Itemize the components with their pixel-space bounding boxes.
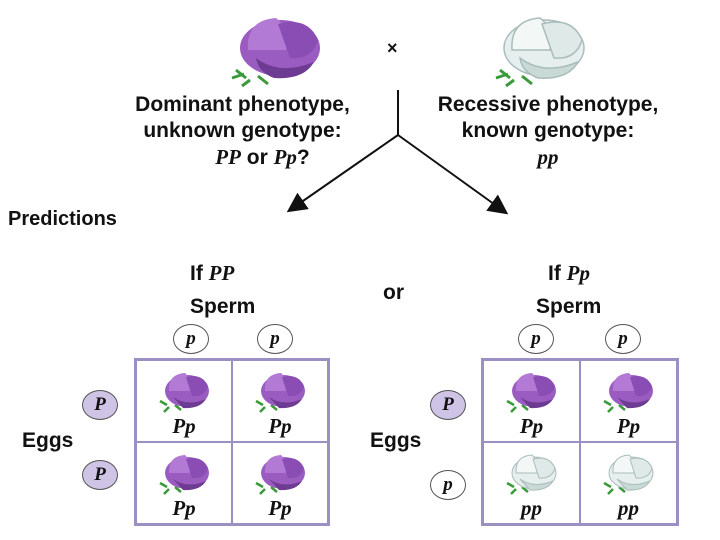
square2-cell-4: pp <box>580 442 677 524</box>
square1-cell-4: Pp <box>232 442 328 524</box>
square2-if-genotype: Pp <box>566 261 590 285</box>
square2-sperm-allele-1: p <box>518 324 554 354</box>
square1-sperm-allele-1: p <box>173 324 209 354</box>
square2-cell-3: pp <box>483 442 580 524</box>
square2-sperm-label: Sperm <box>536 295 602 318</box>
square2-cell-4-genotype: pp <box>618 496 639 520</box>
left-parent-label: Dominant phenotype, unknown genotype: PP… <box>90 92 395 171</box>
purple-flower-icon <box>159 373 209 413</box>
square1-egg-allele-2: P <box>82 460 118 490</box>
punnett-square-1: Pp Pp Pp Pp <box>134 358 330 526</box>
square2-if-label: If Pp <box>548 260 648 287</box>
square1-cell-1: Pp <box>136 360 232 442</box>
square1-cell-3-genotype: Pp <box>172 496 196 520</box>
or-label: or <box>383 281 404 304</box>
white-parent-flower <box>488 8 588 93</box>
left-genotype-option-1: PP <box>215 145 241 169</box>
purple-flower-icon <box>603 373 653 413</box>
square2-egg-allele-1: P <box>430 390 466 420</box>
square1-cell-3: Pp <box>136 442 232 524</box>
square1-eggs-label: Eggs <box>22 429 74 452</box>
square2-eggs-label: Eggs <box>370 429 422 452</box>
left-parent-line2: unknown genotype: <box>143 119 342 142</box>
punnett-square-2: Pp Pp pp pp <box>481 358 679 526</box>
predictions-label: Predictions <box>8 208 117 230</box>
purple-flower-icon <box>255 373 305 413</box>
square1-egg-allele-1: P <box>82 390 118 420</box>
white-flower-icon <box>603 454 654 495</box>
square1-cell-1-genotype: Pp <box>172 414 196 438</box>
square1-sperm-allele-2: p <box>257 324 293 354</box>
square2-cell-2: Pp <box>580 360 677 442</box>
white-flower-icon <box>506 454 557 495</box>
square1-if-genotype: PP <box>208 261 235 285</box>
square1-cell-2: Pp <box>232 360 328 442</box>
right-parent-line1: Recessive phenotype, <box>437 93 659 116</box>
left-genotype-question: ? <box>296 146 310 169</box>
square1-if-text: If <box>190 262 209 285</box>
right-parent-line2: known genotype: <box>461 119 635 142</box>
purple-parent-flower <box>228 10 328 93</box>
cross-symbol: × <box>387 38 398 58</box>
left-parent-line1: Dominant phenotype, <box>135 93 350 116</box>
purple-flower-icon <box>506 373 556 413</box>
square1-cell-4-genotype: Pp <box>268 496 292 520</box>
square2-cell-1: Pp <box>483 360 580 442</box>
square2-cell-3-genotype: pp <box>521 496 542 520</box>
left-genotype-or: or <box>240 146 274 169</box>
square1-if-label: If PP <box>190 260 290 287</box>
arrow-left <box>286 134 399 213</box>
left-parent-line3: PP or Pp? <box>90 144 395 171</box>
arrow-right <box>397 134 509 215</box>
left-genotype-option-2: Pp <box>273 145 297 169</box>
right-parent-label: Recessive phenotype, known genotype: pp <box>400 92 696 170</box>
square1-cell-2-genotype: Pp <box>268 414 292 438</box>
square2-cell-1-genotype: Pp <box>519 414 544 438</box>
right-parent-genotype: pp <box>537 145 559 169</box>
square2-if-text: If <box>548 262 567 285</box>
purple-flower-icon <box>159 455 209 495</box>
square2-egg-allele-2: p <box>430 470 466 500</box>
square2-sperm-allele-2: p <box>605 324 641 354</box>
purple-flower-icon <box>255 455 305 495</box>
square1-sperm-label: Sperm <box>190 295 256 318</box>
square2-cell-2-genotype: Pp <box>616 414 641 438</box>
